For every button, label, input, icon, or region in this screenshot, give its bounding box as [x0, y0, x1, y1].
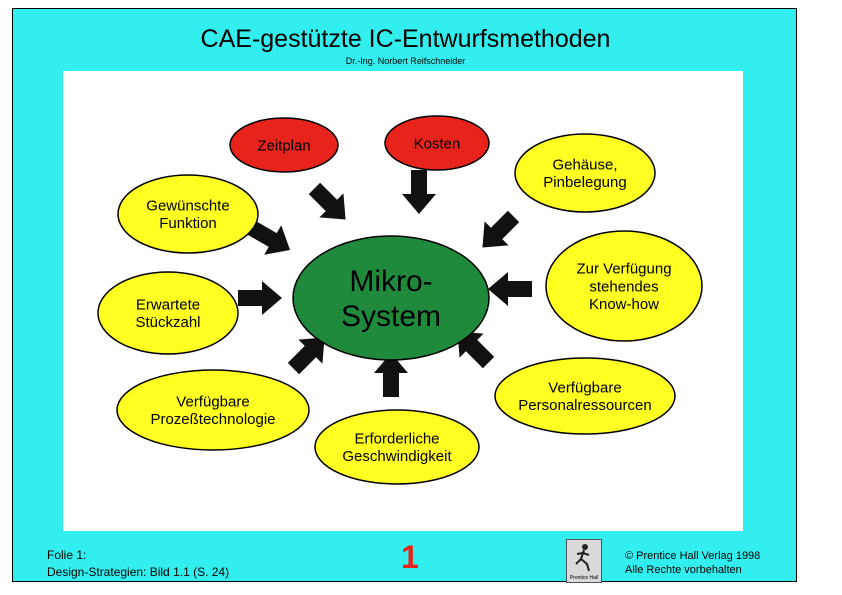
slide-author: Dr.-Ing. Norbert Reifschneider — [345, 56, 466, 66]
arrow-icon — [287, 337, 325, 375]
node-kosten: Kosten — [384, 115, 490, 171]
node-ellipse — [97, 271, 239, 355]
node-gehaeuse: Gehäuse,Pinbelegung — [514, 133, 656, 213]
footer-line-2: Design-Strategien: Bild 1.1 (S. 24) — [47, 565, 230, 579]
footer-line-1: Folie 1: — [47, 548, 87, 562]
arrow-icon — [488, 272, 532, 306]
arrow-icon — [402, 170, 436, 214]
logo-text: Prentice Hall — [569, 575, 599, 581]
node-ellipse — [116, 369, 310, 451]
copyright: © Prentice Hall Verlag 1998 Alle Rechte … — [625, 549, 760, 577]
runner-logo-icon — [575, 544, 590, 572]
arrow-icon — [308, 182, 346, 220]
center-node: Mikro-System — [292, 235, 490, 361]
arrow-icon — [374, 353, 408, 397]
arrow-icon — [482, 210, 520, 248]
copyright-line-1: © Prentice Hall Verlag 1998 — [625, 550, 761, 562]
arrow-icon — [238, 281, 282, 315]
footer-left: Folie 1: Design-Strategien: Bild 1.1 (S.… — [47, 547, 229, 581]
node-ellipse — [117, 174, 259, 254]
copyright-line-2: Alle Rechte vorbehalten — [625, 564, 742, 576]
node-ellipse — [229, 117, 339, 173]
publisher-logo: Prentice Hall — [566, 539, 602, 583]
node-ellipse — [494, 357, 676, 435]
node-ellipse — [314, 409, 480, 485]
center-ellipse — [292, 235, 490, 361]
center-label: Mikro-System — [341, 265, 441, 333]
node-label: Kosten — [414, 135, 461, 152]
slide-title: CAE-gestützte IC-Entwurfsmethoden — [200, 25, 611, 53]
node-zeitplan: Zeitplan — [229, 117, 339, 173]
node-ellipse — [514, 133, 656, 213]
node-ellipse — [384, 115, 490, 171]
arrow-icon — [457, 331, 495, 369]
slide-number: 1 — [401, 539, 419, 575]
arrow-icon — [247, 221, 291, 255]
node-label: Zeitplan — [257, 137, 310, 154]
slide: CAE-gestützte IC-Entwurfsmethoden Dr.-In… — [12, 8, 797, 583]
node-ellipse — [545, 230, 703, 342]
node-label: Gehäuse,Pinbelegung — [543, 156, 626, 191]
